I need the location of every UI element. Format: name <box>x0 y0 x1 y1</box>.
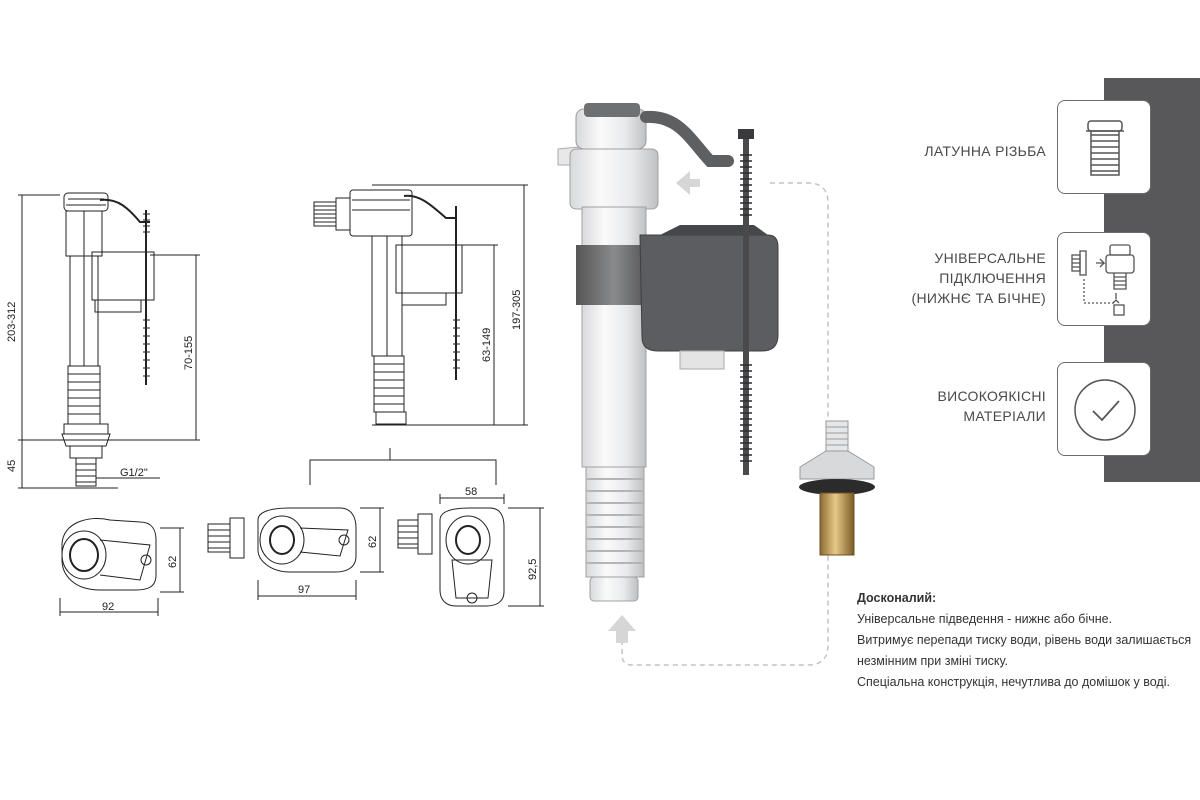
front-view-bottom-valve <box>18 192 200 489</box>
feature-label-brass-thread: ЛАТУННА РІЗЬБА <box>924 143 1046 159</box>
dim-mid-height-left: 70-155 <box>183 336 195 370</box>
description-line: Спеціальна конструкція, нечутлива до дом… <box>857 675 1170 689</box>
feature-card-brass-thread <box>1057 100 1151 194</box>
arrow-left-icon <box>676 171 700 195</box>
description-block: Досконалий: Універсальне підведення - ни… <box>857 588 1200 693</box>
dim-mid-height-right: 63-149 <box>481 328 493 362</box>
feature-label-quality-materials: ВИСОКОЯКІСНІ МАТЕРІАЛИ <box>937 388 1046 424</box>
check-circle-icon <box>1074 379 1136 441</box>
dim-bottom-part: 45 <box>6 460 18 472</box>
dim-height-total-right: 197-305 <box>511 290 523 330</box>
grey-band <box>576 245 652 305</box>
top-view-side-valve-rotated <box>397 494 544 607</box>
description-line: Універсальне підведення - нижнє або бічн… <box>857 612 1113 626</box>
dim-width-bottom: 92 <box>102 601 114 613</box>
dim-height-total: 203-312 <box>6 302 18 342</box>
description-title: Досконалий: <box>857 591 937 605</box>
technical-drawings: 203-312 45 G1/2" 70-155 63-149 197-305 9… <box>6 184 544 616</box>
dim-depth-side: 62 <box>367 536 379 548</box>
top-view-bottom-valve <box>59 517 184 616</box>
universal-connection-icon <box>1071 244 1135 316</box>
dim-width-side2: 58 <box>465 486 477 498</box>
telescopic-base <box>585 466 645 578</box>
dim-depth-bottom: 62 <box>167 556 179 568</box>
arrow-up-icon <box>608 615 636 643</box>
brass-connector <box>799 420 875 556</box>
flow-arrows <box>608 171 829 666</box>
product-illustration <box>557 103 875 666</box>
valve-head <box>557 103 734 210</box>
feature-card-universal-connection <box>1057 232 1151 326</box>
brass-thread-icon <box>1086 120 1124 176</box>
dim-depth-side2: 92,5 <box>527 559 539 580</box>
feature-label-universal-connection: УНІВЕРСАЛЬНЕ ПІДКЛЮЧЕННЯ (НИЖНЄ ТА БІЧНЕ… <box>911 250 1046 306</box>
float-chamber <box>639 234 779 352</box>
top-view-side-valve <box>207 507 384 600</box>
front-view-side-valve <box>313 184 528 426</box>
description-line: Витримує перепади тиску води, рівень вод… <box>857 633 1192 647</box>
description-line: незмінним при зміні тиску. <box>857 654 1009 668</box>
dim-width-side: 97 <box>298 584 310 596</box>
dim-thread: G1/2" <box>120 467 148 479</box>
feature-card-quality-materials <box>1057 362 1151 456</box>
